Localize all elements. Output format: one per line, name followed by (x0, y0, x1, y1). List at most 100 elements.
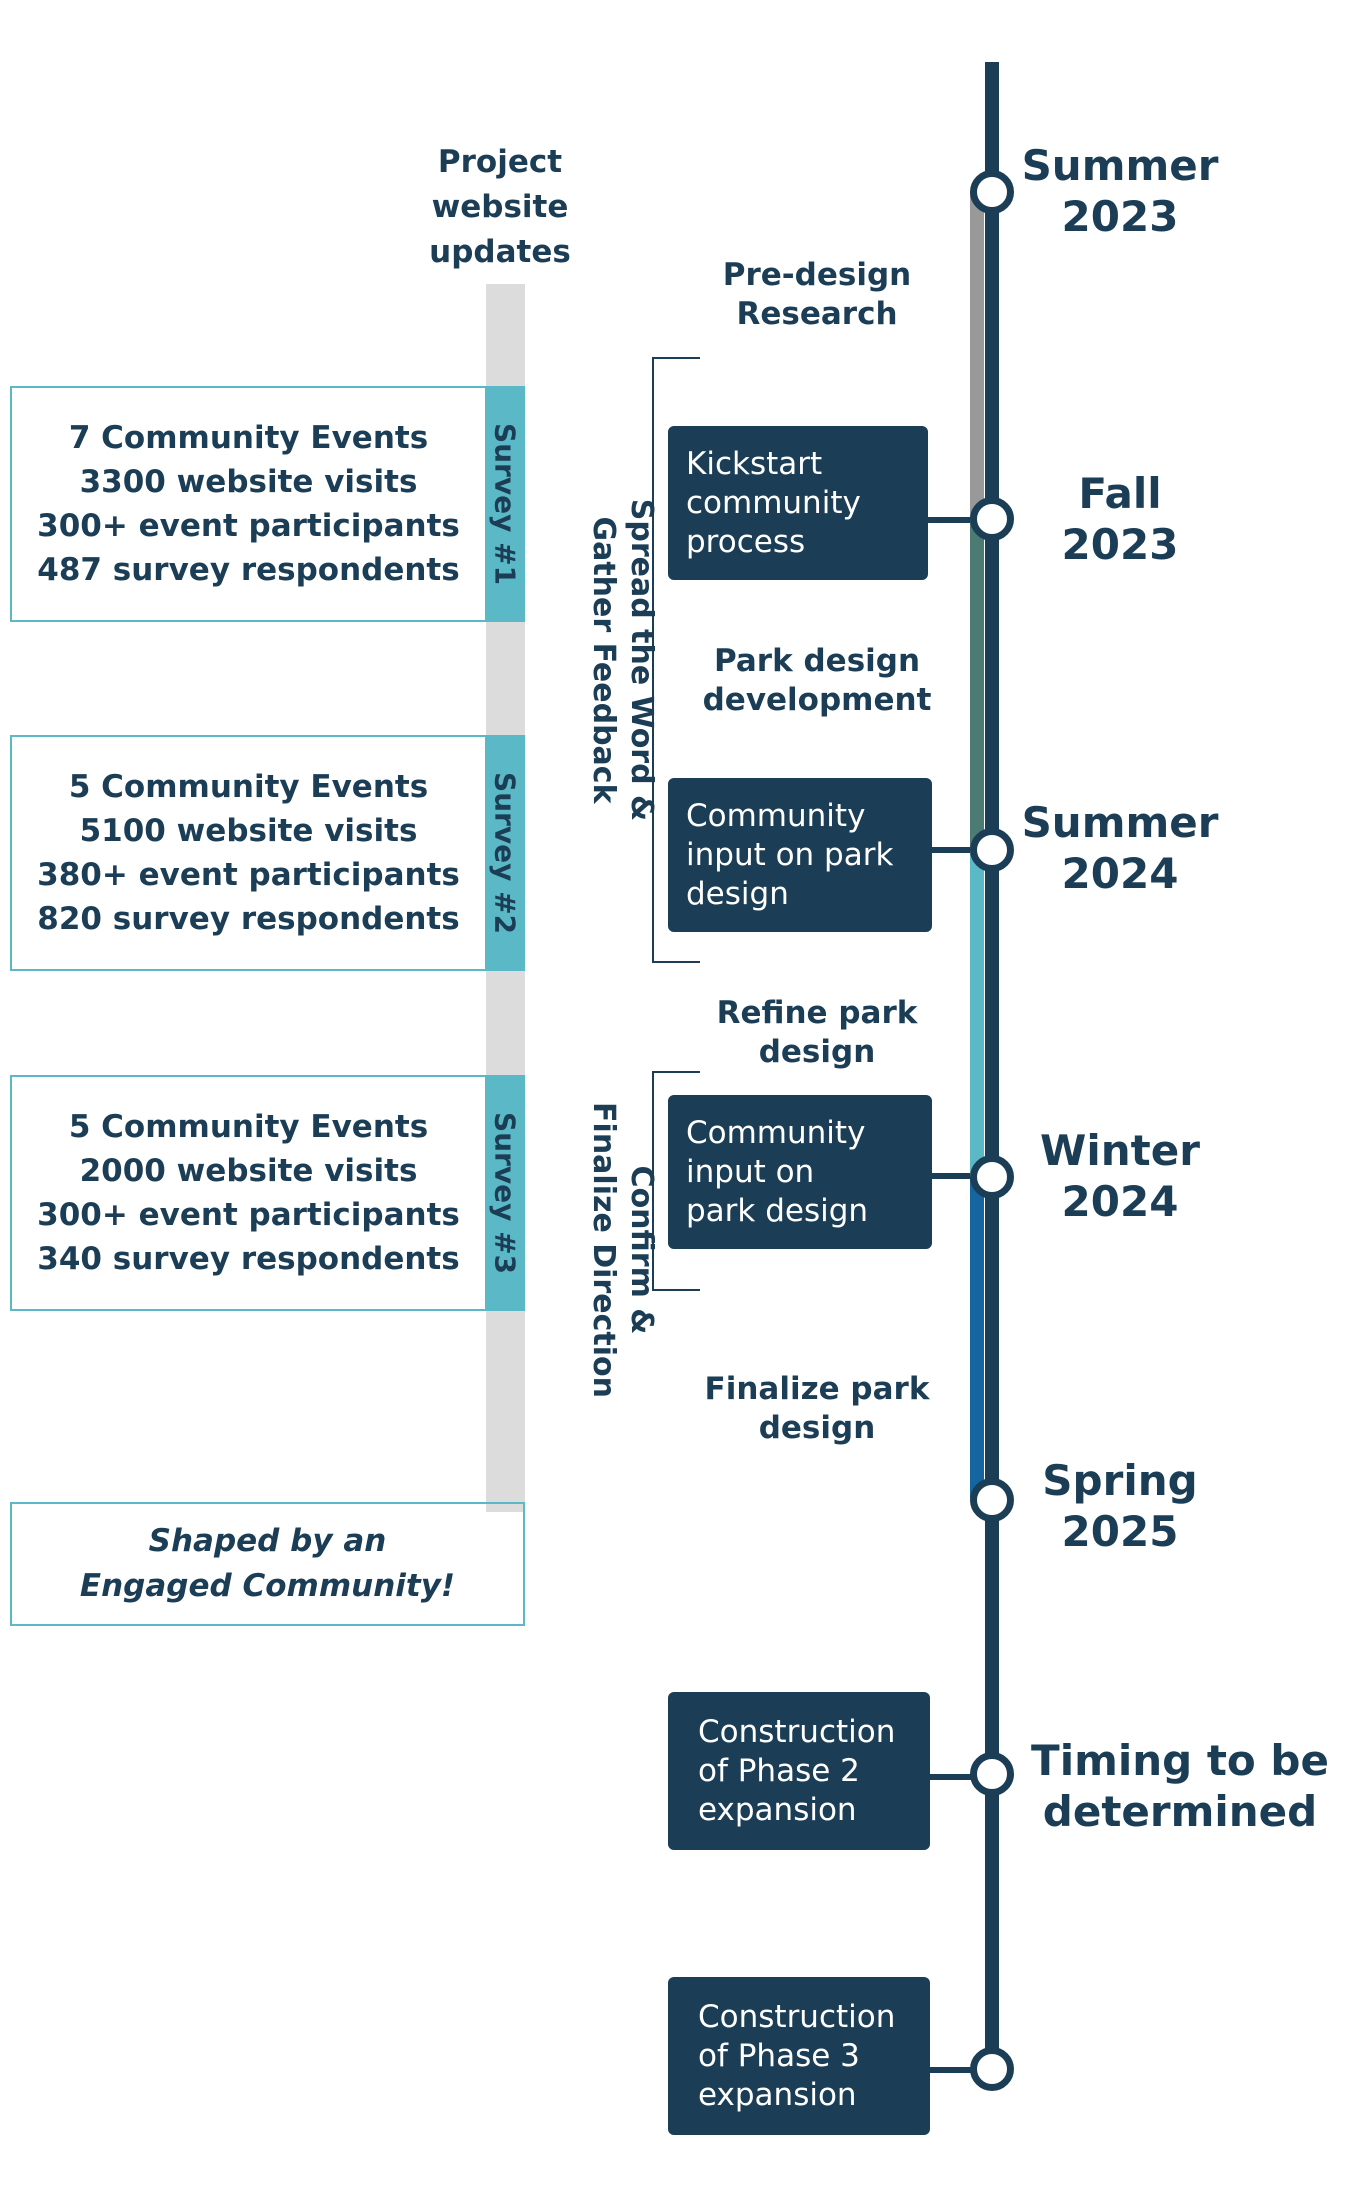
survey-1-label: Survey #1 (488, 422, 522, 586)
activity-kickstart: Kickstart community process (668, 426, 928, 580)
milestone-node (970, 828, 1014, 872)
survey-2-label: Survey #2 (488, 771, 522, 935)
activity-line: expansion (698, 1791, 857, 1828)
milestone-fall-2023: Fall 2023 (1010, 468, 1230, 570)
activity-line: input on (686, 1153, 815, 1190)
activity-community-input-1: Community input on park design (668, 778, 932, 932)
stage-refine-park-design: Refine park design (687, 994, 947, 1072)
stage-label-line: Finalize park (704, 1371, 930, 1407)
survey-2-stat: 380+ event participants (37, 857, 460, 893)
milestone-node (970, 170, 1014, 214)
milestone-line: 2023 (1061, 520, 1179, 569)
connector (928, 2067, 976, 2073)
milestone-line: Fall (1078, 469, 1162, 518)
milestone-node (970, 2047, 1014, 2091)
stage-label-line: Park design (713, 643, 921, 679)
survey-3-stats: 5 Community Events 2000 website visits 3… (10, 1075, 487, 1311)
milestone-line: Winter (1040, 1126, 1200, 1175)
milestone-line: 2024 (1061, 1177, 1179, 1226)
motto-line: Engaged Community! (79, 1568, 456, 1604)
milestone-summer-2024: Summer 2024 (1010, 797, 1230, 899)
stage-finalize-park-design: Finalize park design (687, 1370, 947, 1448)
milestone-node (970, 1478, 1014, 1522)
survey-2-stat: 5 Community Events (68, 769, 429, 805)
activity-line: Community (686, 1114, 866, 1151)
stage-label-line: Pre-design (722, 257, 912, 293)
milestone-line: 2024 (1061, 849, 1179, 898)
activity-line: of Phase 3 (698, 2037, 860, 2074)
segment-pre-design (970, 192, 984, 520)
motto-box: Shaped by an Engaged Community! (10, 1502, 525, 1626)
milestone-line: 2023 (1061, 192, 1179, 241)
survey-1-tab: Survey #1 (485, 386, 525, 622)
milestone-spring-2025: Spring 2025 (1010, 1455, 1230, 1557)
stage-label-line: design (758, 1034, 876, 1070)
phase-1-label-line: Spread the Word & (624, 498, 659, 822)
activity-phase-3-construction: Construction of Phase 3 expansion (668, 1977, 930, 2135)
timeline-line (985, 62, 999, 2072)
phase-2-bracket (652, 1071, 700, 1291)
survey-2-stat: 5100 website visits (79, 813, 418, 849)
milestone-node (970, 1155, 1014, 1199)
milestone-line: Spring (1042, 1456, 1198, 1505)
milestone-line: Summer (1021, 141, 1219, 190)
phase-2-label: Confirm & Finalize Direction (580, 1080, 660, 1420)
survey-2-stats: 5 Community Events 5100 website visits 3… (10, 735, 487, 971)
activity-phase-2-construction: Construction of Phase 2 expansion (668, 1692, 930, 1850)
connector (930, 1173, 976, 1179)
survey-3-stat: 5 Community Events (68, 1109, 429, 1145)
phase-1-bracket (652, 357, 700, 963)
survey-2-tab: Survey #2 (485, 735, 525, 971)
activity-line: Construction (698, 1713, 896, 1750)
survey-1-stat: 487 survey respondents (37, 552, 460, 588)
activity-line: Kickstart (686, 445, 823, 482)
activity-line: design (686, 875, 789, 912)
activity-community-input-2: Community input on park design (668, 1095, 932, 1249)
stage-label-line: Refine park (716, 995, 918, 1031)
activity-line: input on park (686, 836, 894, 873)
survey-1-stat: 7 Community Events (68, 420, 429, 456)
survey-3-stat: 340 survey respondents (37, 1241, 460, 1277)
stage-pre-design: Pre-design Research (687, 256, 947, 334)
website-updates-header: Project website updates (429, 144, 571, 270)
activity-line: park design (686, 1192, 869, 1229)
activity-line: process (686, 523, 806, 560)
milestone-line: determined (1042, 1787, 1318, 1836)
milestone-line: Timing to be (1031, 1736, 1329, 1785)
stage-label-line: Research (736, 296, 898, 332)
survey-3-tab: Survey #3 (485, 1075, 525, 1311)
milestone-winter-2024: Winter 2024 (1010, 1125, 1230, 1227)
phase-2-label-line: Finalize Direction (586, 1102, 621, 1398)
phase-1-label: Spread the Word & Gather Feedback (580, 480, 660, 840)
segment-finalize (970, 1178, 984, 1498)
segment-refine (970, 850, 984, 1178)
activity-line: Community (686, 797, 866, 834)
survey-3-label: Survey #3 (488, 1111, 522, 1275)
survey-1-stat: 3300 website visits (79, 464, 418, 500)
activity-line: expansion (698, 2076, 857, 2113)
milestone-node (970, 497, 1014, 541)
stage-label-line: development (702, 682, 932, 718)
survey-1-stat: 300+ event participants (37, 508, 460, 544)
activity-line: of Phase 2 (698, 1752, 860, 1789)
stage-label-line: design (758, 1410, 876, 1446)
connector (928, 1774, 976, 1780)
connector (930, 847, 976, 853)
survey-3-stat: 2000 website visits (79, 1153, 418, 1189)
milestone-node (970, 1752, 1014, 1796)
segment-development (970, 520, 984, 850)
milestone-line: 2025 (1061, 1507, 1179, 1556)
activity-line: community (686, 484, 861, 521)
milestone-timing-tbd: Timing to be determined (1020, 1735, 1340, 1837)
motto-line: Shaped by an (148, 1523, 387, 1559)
phase-2-label-line: Confirm & (624, 1165, 659, 1335)
activity-line: Construction (698, 1998, 896, 2035)
stage-park-design-development: Park design development (687, 642, 947, 720)
milestone-line: Summer (1021, 798, 1219, 847)
survey-3-stat: 300+ event participants (37, 1197, 460, 1233)
survey-2-stat: 820 survey respondents (37, 901, 460, 937)
phase-1-label-line: Gather Feedback (586, 516, 621, 804)
survey-1-stats: 7 Community Events 3300 website visits 3… (10, 386, 487, 622)
milestone-summer-2023: Summer 2023 (1010, 140, 1230, 242)
connector (926, 517, 976, 523)
